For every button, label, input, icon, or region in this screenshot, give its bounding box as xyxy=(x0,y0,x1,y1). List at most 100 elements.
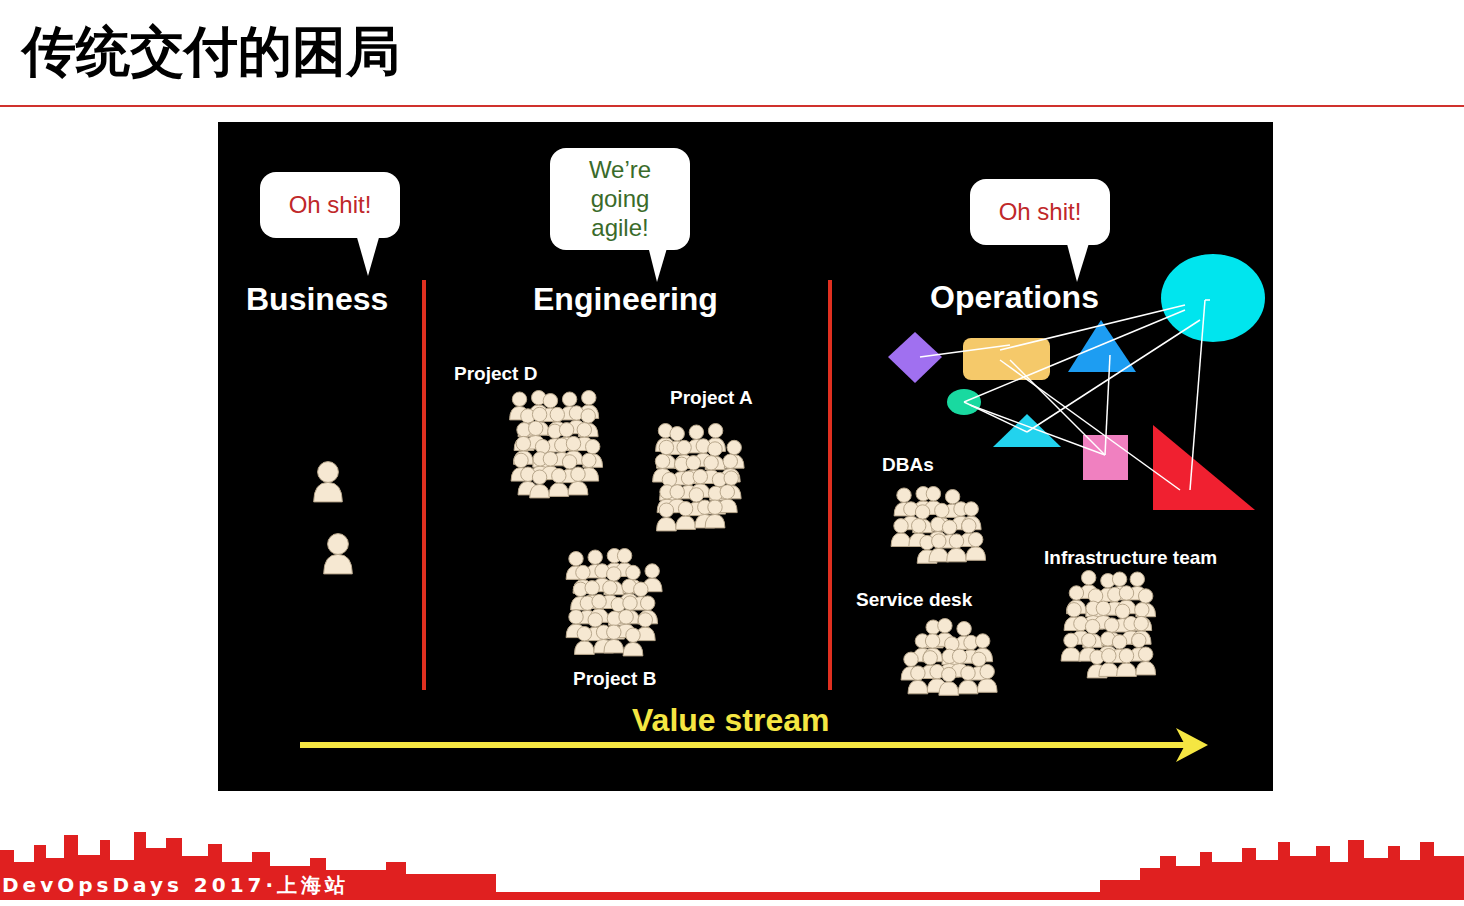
person-head xyxy=(641,596,655,610)
bubble-text: We’re going agile! xyxy=(564,156,676,242)
person-head xyxy=(969,532,983,546)
building xyxy=(1364,858,1388,893)
person-head xyxy=(1112,572,1126,586)
person-body xyxy=(530,484,550,498)
person-head xyxy=(532,407,546,421)
person-head xyxy=(932,534,946,548)
building xyxy=(1434,856,1464,893)
person-head xyxy=(569,552,583,566)
group-label: Service desk xyxy=(856,590,972,611)
person-head xyxy=(543,394,557,408)
building xyxy=(386,862,406,893)
person-head xyxy=(569,610,583,624)
person-head xyxy=(638,613,652,627)
person-head xyxy=(328,534,349,555)
building xyxy=(1160,856,1176,893)
person-head xyxy=(962,519,976,533)
speech-bubble: Oh shit! xyxy=(260,172,400,238)
person-body xyxy=(705,514,725,528)
person-head xyxy=(1119,649,1133,663)
person-body xyxy=(939,682,959,696)
person-head xyxy=(550,407,564,421)
person-head xyxy=(720,485,734,499)
person-head xyxy=(582,391,596,405)
person-head xyxy=(532,470,546,484)
person-head xyxy=(577,423,591,437)
person-head xyxy=(516,436,530,450)
person-head xyxy=(1139,647,1153,661)
person-head xyxy=(677,440,691,454)
person-head xyxy=(926,487,940,501)
person-body xyxy=(929,548,949,562)
building xyxy=(1256,860,1278,893)
person-head xyxy=(1064,633,1078,647)
building xyxy=(1278,842,1290,893)
building xyxy=(1348,840,1364,893)
person-head xyxy=(964,502,978,516)
building xyxy=(1176,866,1200,893)
person-head xyxy=(514,453,528,467)
person-head xyxy=(976,634,990,648)
speech-bubble: We’re going agile! xyxy=(550,148,690,250)
shape xyxy=(963,338,1050,380)
person-head xyxy=(607,625,621,639)
person-head xyxy=(562,392,576,406)
person-head xyxy=(1112,635,1126,649)
people xyxy=(314,391,1156,696)
person-head xyxy=(942,667,956,681)
person-head xyxy=(581,409,595,423)
building xyxy=(1100,880,1140,893)
person-head xyxy=(1135,603,1149,617)
person-head xyxy=(938,619,952,633)
person-head xyxy=(1134,616,1148,630)
person-head xyxy=(645,564,659,578)
building xyxy=(1316,846,1330,893)
footer-text: DevOpsDays 2017·上海站 xyxy=(2,874,349,896)
person-head xyxy=(915,505,929,519)
person-head xyxy=(1067,603,1081,617)
group-label: Project D xyxy=(454,364,537,385)
person-head xyxy=(708,442,722,456)
person-body xyxy=(1099,663,1119,677)
person-head xyxy=(619,610,633,624)
group-label: Infrastructure team xyxy=(1044,548,1217,569)
person-head xyxy=(894,519,908,533)
person-head xyxy=(949,534,963,548)
person-head xyxy=(1105,618,1119,632)
group-label: Project A xyxy=(670,388,753,409)
person-head xyxy=(686,456,700,470)
person-head xyxy=(543,452,557,466)
person-head xyxy=(1082,571,1096,585)
person-head xyxy=(724,471,738,485)
person-head xyxy=(1069,586,1083,600)
arrow-label: Value stream xyxy=(632,703,829,738)
person-head xyxy=(923,651,937,665)
person-head xyxy=(1119,586,1133,600)
bubble-tail xyxy=(356,234,380,276)
person-head xyxy=(911,666,925,680)
divider xyxy=(828,280,832,690)
person-body xyxy=(891,533,911,547)
person-head xyxy=(1115,604,1129,618)
building xyxy=(1212,862,1242,893)
person-head xyxy=(689,488,703,502)
person-head xyxy=(552,469,566,483)
person-head xyxy=(693,469,707,483)
building xyxy=(1140,868,1160,893)
person-head xyxy=(935,503,949,517)
building xyxy=(1330,862,1348,893)
person-body xyxy=(604,639,624,653)
person-head xyxy=(617,549,631,563)
person-head xyxy=(562,455,576,469)
person-head xyxy=(708,424,722,438)
person-body xyxy=(549,483,569,497)
building xyxy=(1400,860,1420,893)
person-head xyxy=(566,436,580,450)
value-arrow-head xyxy=(1176,728,1208,762)
person-head xyxy=(655,454,669,468)
person-head xyxy=(318,462,339,483)
person-head xyxy=(1082,633,1096,647)
bubble-text: Oh shit! xyxy=(274,191,386,220)
team-heading: Operations xyxy=(930,280,1099,315)
